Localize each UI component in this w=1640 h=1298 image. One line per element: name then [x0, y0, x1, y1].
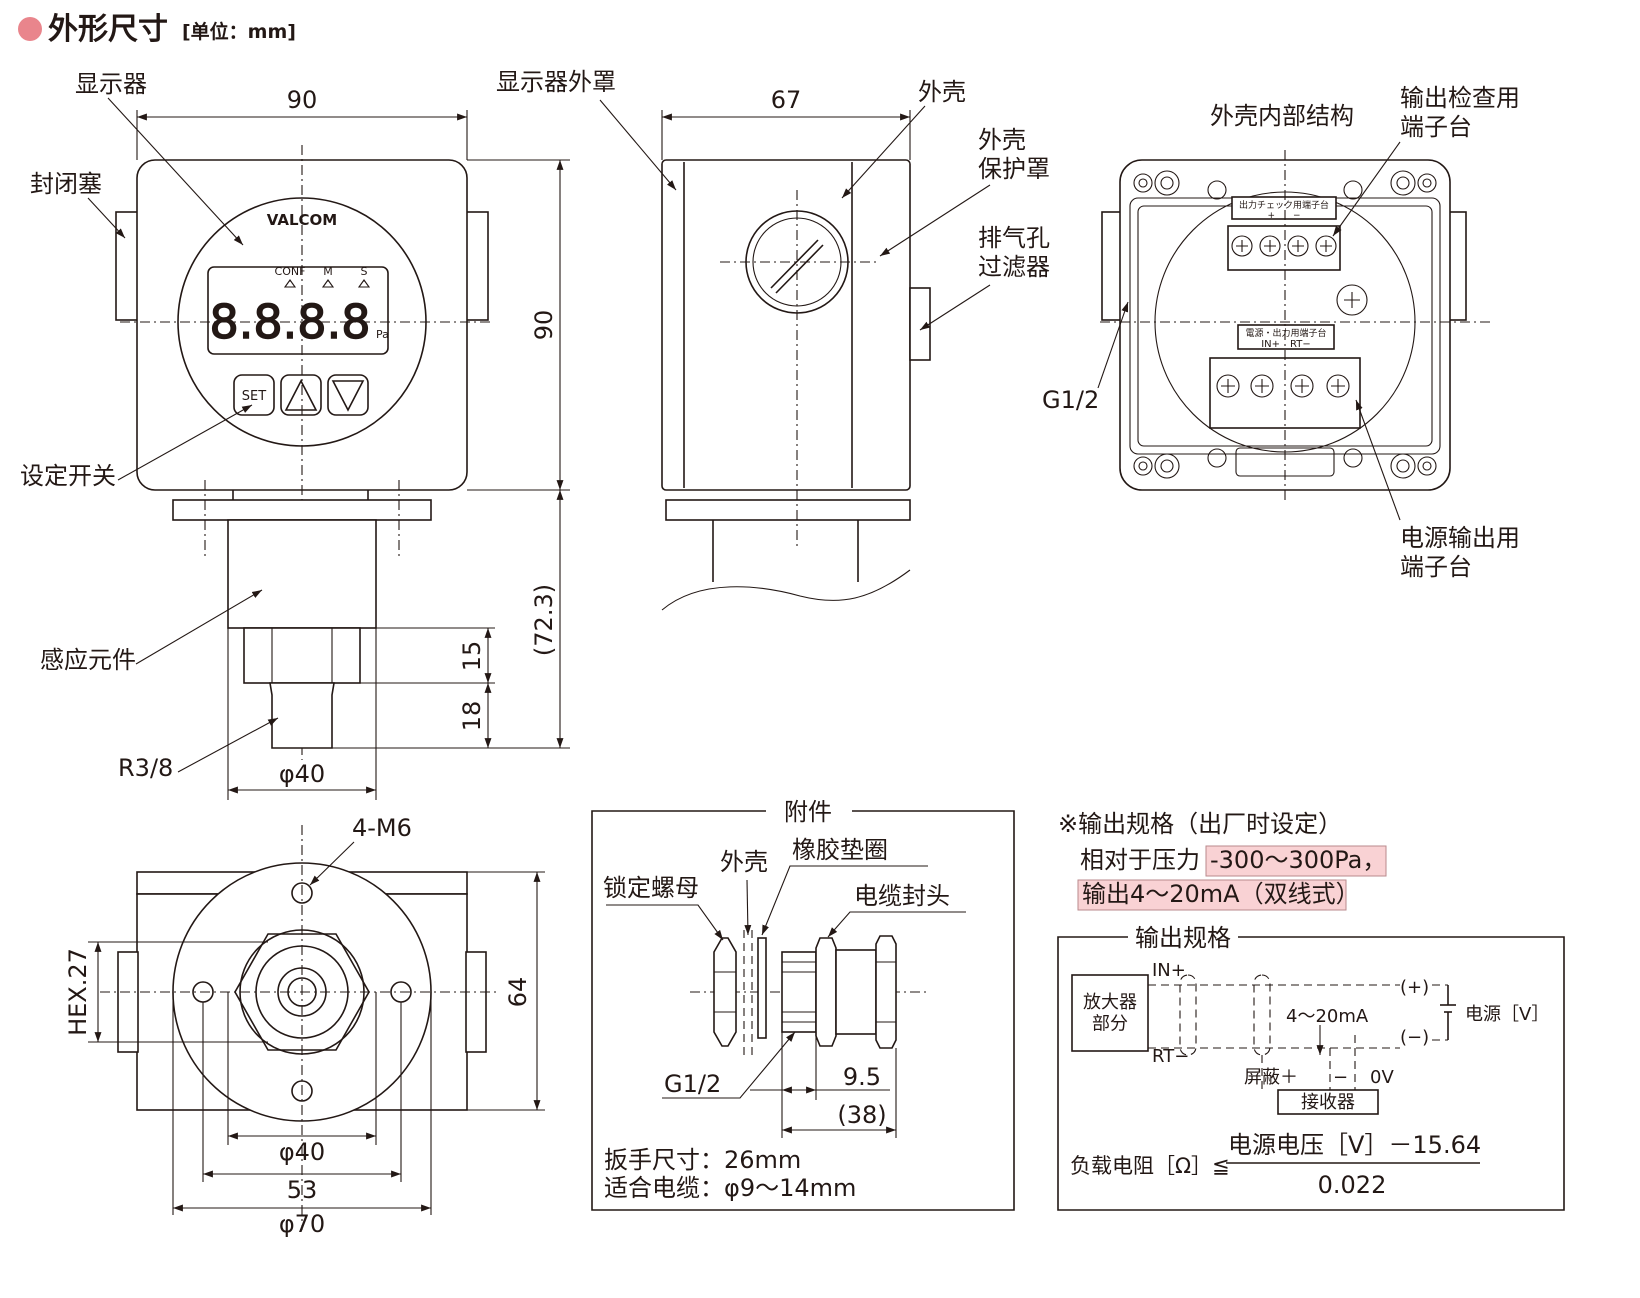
dim-front-width: 90 — [287, 86, 318, 114]
label-power-terminal: 电源输出用端子台 — [1400, 524, 1520, 581]
dim-acc-total: (38) — [837, 1101, 886, 1129]
circuit-box: 输出规格 放大器部分 IN+ RT− (+) (−) 电源［V］ 4～20mA … — [1057, 924, 1565, 1211]
label-vent-filter: 排气孔过滤器 — [978, 224, 1050, 281]
spec-heading: ※输出规格（出厂时设定） — [1058, 810, 1342, 838]
label-case-cover: 外壳保护罩 — [978, 126, 1050, 183]
receiver-label: 接收器 — [1301, 1092, 1355, 1113]
label-bolts: 4-M6 — [352, 814, 412, 842]
label-plug: 封闭塞 — [30, 170, 102, 198]
spec-line1-highlight: -300～300Pa， — [1210, 846, 1386, 874]
check-block-title: 出力チェック用端子台 — [1239, 199, 1329, 211]
dim-bottom-inner: φ40 — [279, 1138, 325, 1166]
check-block-pins: + − — [1267, 211, 1300, 221]
output-spec: ※输出规格（出厂时设定） 相对于压力 -300～300Pa， 输出4～20mA（… — [1058, 810, 1387, 911]
dim-thread-height: 18 — [458, 701, 486, 732]
minus-sign: − — [1333, 1067, 1348, 1088]
label-hex: HEX.27 — [64, 948, 92, 1036]
dim-bottom-pitch: 53 — [287, 1176, 318, 1204]
internal-view: 外壳内部结构 输出检查用端子台 出力チェック用端子台 + − — [1042, 84, 1520, 581]
label-setting-switch: 设定开关 — [20, 462, 116, 490]
accessory-title: 附件 — [784, 798, 832, 826]
power-label: 电源［V］ — [1465, 1004, 1549, 1025]
formula-denominator: 0.022 — [1318, 1171, 1387, 1199]
dim-hex-height: 15 — [458, 641, 486, 672]
zero-volt-label: 0V — [1370, 1067, 1394, 1088]
formula-numerator: 电源电压［V］－15.64 — [1228, 1131, 1481, 1159]
label-internal-title: 外壳内部结构 — [1210, 102, 1354, 130]
amplifier-label: 放大器部分 — [1083, 992, 1137, 1035]
power-block-pins: IN+ RT− — [1261, 339, 1311, 350]
dim-bottom-height: 64 — [504, 977, 532, 1008]
indicator-conf: CONF — [275, 265, 306, 278]
label-acc-case: 外壳 — [720, 848, 768, 876]
label-check-terminal: 输出检查用端子台 — [1400, 84, 1520, 141]
label-cable-gland: 电缆封头 — [854, 882, 950, 910]
label-lock-nut: 锁定螺母 — [603, 874, 699, 902]
lcd-unit: Pa — [376, 328, 389, 341]
shield-label: 屏蔽＋ — [1244, 1067, 1298, 1088]
in-label: IN+ — [1152, 960, 1186, 981]
unit-note: [单位：mm] — [182, 20, 296, 43]
side-body — [661, 159, 911, 491]
front-view: VALCOM CONF M S 8.8.8.8 Pa SET 90 — [20, 70, 570, 800]
check-terminals — [1231, 235, 1337, 257]
plus-label: (+) — [1400, 977, 1429, 998]
amplifier-block — [1071, 974, 1149, 1052]
accessory-box: 附件 锁定螺母 外壳 橡胶垫圈 电缆封头 G1/2 9.5 (38) 扳手尺寸：… — [591, 798, 1015, 1211]
label-case: 外壳 — [918, 78, 966, 106]
rt-label: RT− — [1152, 1046, 1189, 1067]
circuit-title: 输出规格 — [1135, 924, 1231, 952]
dim-side-depth: 67 — [771, 86, 802, 114]
minus-label: (−) — [1400, 1027, 1429, 1048]
set-button-label: SET — [242, 389, 266, 404]
label-acc-thread: G1/2 — [664, 1070, 721, 1098]
note-cable: 适合电缆：φ9～14mm — [604, 1174, 856, 1202]
power-block-title: 電源・出力用端子台 — [1245, 327, 1326, 339]
set-button — [233, 374, 275, 416]
bottom-view: 64 HEX.27 φ40 53 φ70 4-M6 — [64, 814, 545, 1238]
dim-sensor-diameter: φ40 — [279, 760, 325, 788]
page-title: 外形尺寸 — [48, 12, 168, 47]
label-gasket: 橡胶垫圈 — [792, 836, 888, 864]
dim-acc-thread: 9.5 — [843, 1063, 881, 1091]
side-view: 67 显示器外罩 外壳 外壳保护罩 排气孔过滤器 — [496, 68, 1050, 611]
receiver-block — [1277, 1089, 1379, 1115]
dim-total: (72.3) — [530, 584, 558, 656]
dim-bottom-outer: φ70 — [279, 1210, 325, 1238]
label-sensor: 感应元件 — [40, 646, 136, 674]
title-bullet-icon — [18, 17, 42, 41]
current-label: 4～20mA — [1286, 1006, 1369, 1027]
spec-line1-prefix: 相对于压力 — [1080, 846, 1200, 874]
label-display: 显示器 — [75, 70, 147, 98]
note-wrench: 扳手尺寸：26mm — [604, 1146, 801, 1174]
label-thread: R3/8 — [118, 754, 173, 782]
spec-line2-highlight: 输出4～20mA（双线式） — [1082, 880, 1360, 908]
dim-front-height: 90 — [530, 310, 558, 341]
indicator-m: M — [323, 265, 333, 278]
up-button — [280, 374, 322, 416]
header: 外形尺寸 [单位：mm] — [18, 12, 296, 47]
power-terminals — [1216, 374, 1350, 398]
formula-lhs: 负载电阻［Ω］≦ — [1070, 1154, 1230, 1178]
up-arrow-icon — [284, 379, 318, 411]
label-internal-port: G1/2 — [1042, 386, 1099, 414]
indicator-s: S — [361, 265, 368, 278]
label-display-cover: 显示器外罩 — [496, 68, 616, 96]
down-arrow-icon — [331, 380, 365, 412]
down-button — [327, 374, 369, 416]
